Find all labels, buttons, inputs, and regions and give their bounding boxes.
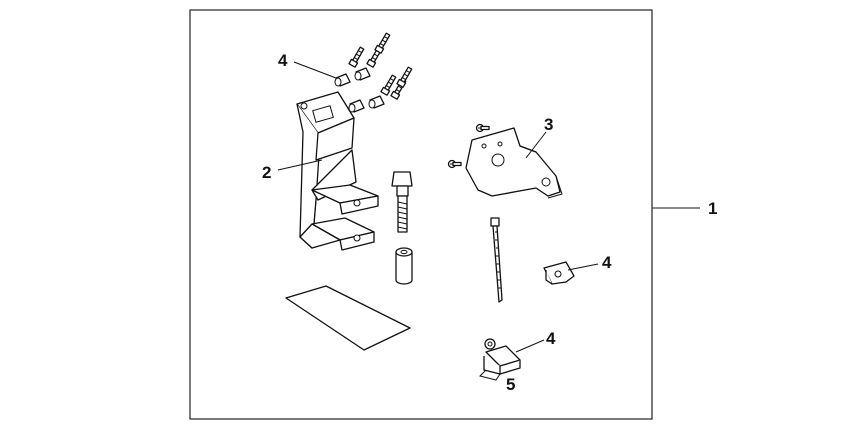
leader-clip-right: [567, 263, 599, 271]
rubber-pad: [285, 285, 411, 351]
sensor-clip-bracket: [479, 338, 521, 381]
callout-clip-right: 4: [602, 253, 612, 272]
callout-plate: 3: [544, 115, 553, 134]
callout-hardware-top: 4: [278, 51, 288, 70]
long-bolt: [391, 171, 413, 233]
leader-plate: [525, 131, 547, 159]
mounting-plate: [447, 123, 563, 199]
mounting-bracket: [296, 91, 379, 251]
wire-clip: [543, 261, 575, 285]
callout-sensor-bracket: 5: [506, 375, 515, 394]
spacer-collar: [395, 247, 413, 285]
leader-hardware-top: [293, 61, 337, 79]
callout-clip-bottom: 4: [546, 329, 556, 348]
callout-kit: 1: [708, 199, 717, 218]
leader-bracket: [277, 159, 323, 171]
kit-frame: [189, 9, 653, 420]
hardware-bolts-and-collars: [334, 32, 413, 113]
callout-bracket: 2: [262, 163, 271, 182]
cable-tie: [490, 217, 503, 303]
leader-clip-bottom: [515, 339, 545, 353]
